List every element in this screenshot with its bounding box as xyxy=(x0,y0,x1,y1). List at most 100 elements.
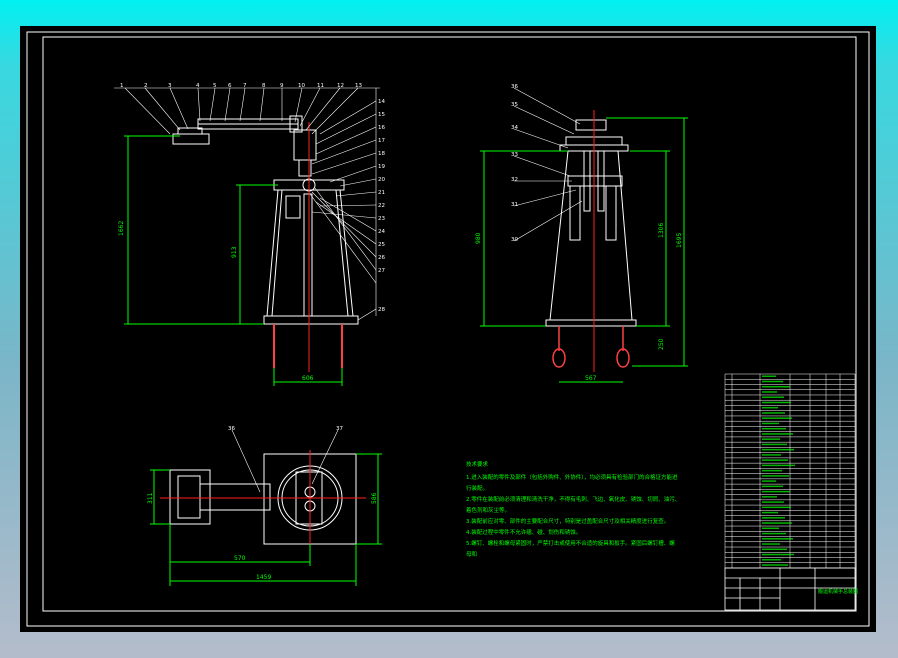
balloon-30: 30 xyxy=(511,237,518,243)
dim-586: 586 xyxy=(371,492,378,504)
parts-list-entry xyxy=(762,506,791,509)
dim-1662: 1662 xyxy=(118,221,125,236)
parts-list-entry xyxy=(762,391,777,393)
balloon-9: 9 xyxy=(280,83,284,89)
technical-notes: 技术要求 1.进入装配的零件及部件（包括外购件、外协件），均必须具有检验部门的合… xyxy=(466,460,680,558)
front-legs xyxy=(273,324,343,368)
balloon-6: 6 xyxy=(228,83,232,89)
balloon-31: 31 xyxy=(511,202,518,208)
dim-980: 980 xyxy=(475,232,482,244)
balloon-19: 19 xyxy=(378,164,385,170)
balloon-18: 18 xyxy=(378,151,385,157)
balloon-35: 35 xyxy=(511,102,518,108)
parts-list-entry xyxy=(762,564,788,566)
notes-line-4: 着色剂和灰尘等。 xyxy=(466,506,510,514)
balloon-4: 4 xyxy=(196,83,200,89)
balloon-26: 26 xyxy=(378,255,385,261)
parts-list-entry xyxy=(762,448,794,451)
balloon-2: 2 xyxy=(144,83,148,89)
parts-list-entry xyxy=(762,433,793,435)
parts-list-entry xyxy=(762,438,780,440)
parts-list-entry xyxy=(762,496,777,498)
plan-leaders xyxy=(231,429,339,493)
balloon-17: 17 xyxy=(378,138,385,144)
front-view xyxy=(172,115,359,325)
balloon-11: 11 xyxy=(317,83,324,89)
notes-line-2: 行装配。 xyxy=(466,484,488,492)
parts-list-entry xyxy=(762,475,789,477)
dim-606: 606 xyxy=(302,375,314,382)
notes-line-3: 2.零件在装配前必须清理和清洗干净，不得有毛刺、飞边、氧化皮、锈蚀、切屑、油污、 xyxy=(466,495,680,503)
parts-list-entry xyxy=(762,385,790,388)
notes-line-5: 3.装配前应对零、部件的主要配合尺寸，特别是过盈配合尺寸及相关精度进行复查。 xyxy=(466,517,669,525)
parts-list-entry xyxy=(762,480,776,482)
top-balloon-labels: 1 2 3 4 5 6 7 8 9 10 11 12 13 xyxy=(120,83,362,89)
balloon-36-side: 36 xyxy=(511,84,518,90)
parts-list-entry xyxy=(762,422,779,425)
parts-list-entry xyxy=(762,532,786,535)
front-dimensions xyxy=(124,135,343,386)
parts-list xyxy=(724,373,856,569)
notes-line-7: 5.螺钉、螺栓和螺母紧固时，严禁打击或使用不合适的旋具和扳手。紧固后螺钉槽、螺 xyxy=(466,539,675,547)
balloon-28: 28 xyxy=(378,307,385,313)
balloon-22: 22 xyxy=(378,203,385,209)
side-dimensions xyxy=(480,117,688,383)
dim-250: 250 xyxy=(658,338,665,350)
side-balloon-labels: 36 35 34 33 32 31 30 xyxy=(511,84,518,243)
balloon-15: 15 xyxy=(378,112,385,118)
balloon-5: 5 xyxy=(213,83,217,89)
balloon-7: 7 xyxy=(243,83,247,89)
side-legs xyxy=(552,326,630,368)
parts-list-entry xyxy=(762,417,792,419)
parts-list-entry xyxy=(762,396,784,398)
outer-frame xyxy=(26,31,870,627)
parts-list-entry xyxy=(762,454,781,456)
balloon-3: 3 xyxy=(168,83,172,89)
balloon-21: 21 xyxy=(378,190,385,196)
parts-list-entry xyxy=(762,406,778,409)
parts-list-entry xyxy=(762,459,788,461)
parts-list-entry xyxy=(762,559,781,561)
drawing-name: 搬运机械手总装图 xyxy=(818,588,858,595)
parts-list-entry xyxy=(762,401,791,404)
right-balloon-labels: 14 15 16 17 18 19 20 21 22 23 24 25 26 2… xyxy=(378,99,385,313)
balloon-27: 27 xyxy=(378,268,385,274)
parts-list-entry xyxy=(762,553,794,556)
parts-list-entry xyxy=(762,427,786,430)
balloon-14: 14 xyxy=(378,99,385,105)
balloon-34: 34 xyxy=(511,125,518,131)
dim-570: 570 xyxy=(234,555,246,562)
plan-view xyxy=(169,453,357,545)
balloon-8: 8 xyxy=(262,83,266,89)
balloon-1: 1 xyxy=(120,83,124,89)
balloon-36-plan: 36 xyxy=(228,426,235,432)
balloon-20: 20 xyxy=(378,177,385,183)
parts-list-entry xyxy=(762,464,795,467)
notes-line-6: 4.装配过程中零件不允许磕、碰、划伤和锈蚀。 xyxy=(466,528,581,536)
parts-list-entry xyxy=(762,375,776,377)
parts-list-entry xyxy=(762,443,787,446)
balloon-13: 13 xyxy=(355,83,362,89)
parts-list-entry xyxy=(762,538,793,540)
balloon-25: 25 xyxy=(378,242,385,248)
parts-list-entry xyxy=(762,527,779,530)
balloon-12: 12 xyxy=(337,83,344,89)
assembly-drawing: 1662 913 606 1 2 3 4 5 6 7 8 9 10 11 12 … xyxy=(26,31,870,627)
dim-1695: 1695 xyxy=(676,233,683,248)
plan-dimensions xyxy=(150,453,382,586)
drawing-sheet: 1662 913 606 1 2 3 4 5 6 7 8 9 10 11 12 … xyxy=(20,26,876,632)
balloon-24: 24 xyxy=(378,229,385,235)
balloon-33: 33 xyxy=(511,152,518,158)
parts-list-entry xyxy=(762,511,778,514)
plan-balloon-labels: 36 37 xyxy=(228,426,343,432)
top-leaders xyxy=(114,87,380,135)
dim-567: 567 xyxy=(585,375,597,382)
dim-1306: 1306 xyxy=(658,223,665,238)
dim-311: 311 xyxy=(147,492,154,504)
parts-list-entry xyxy=(762,517,785,519)
balloon-23: 23 xyxy=(378,216,385,222)
inner-frame xyxy=(42,36,857,612)
title-block xyxy=(724,567,856,611)
parts-list-entry xyxy=(762,522,792,524)
parts-list-entry xyxy=(762,490,790,493)
